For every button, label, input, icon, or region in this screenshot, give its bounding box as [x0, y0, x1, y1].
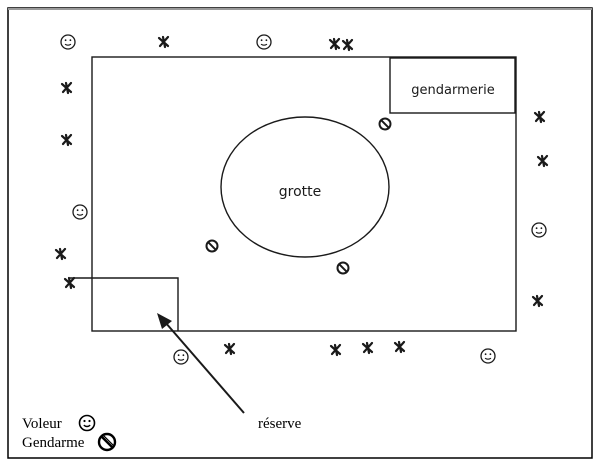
playing-field [91, 56, 517, 332]
legend-prohibition-icon [97, 432, 117, 452]
player-cross-icon [60, 133, 73, 147]
player-cross-icon [393, 340, 406, 354]
player-cross-icon [531, 294, 544, 308]
grotte-ellipse [220, 116, 390, 258]
player-cross-icon [63, 276, 76, 290]
player-cross-icon [223, 342, 236, 356]
legend-smiley-icon [78, 414, 96, 432]
reserve-arrow-head [157, 313, 172, 329]
voleur-smiley-icon [480, 348, 496, 364]
voleur-smiley-icon [173, 349, 189, 365]
voleur-smiley-icon [531, 222, 547, 238]
reserve-zone [70, 277, 179, 331]
gendarme-icon [378, 117, 392, 131]
gendarmerie-box [389, 57, 516, 114]
reserve-label: réserve [258, 416, 302, 432]
player-cross-icon [536, 154, 549, 168]
legend-gendarme-label: Gendarme [22, 435, 85, 451]
legend-voleur-label: Voleur [22, 416, 62, 432]
voleur-smiley-icon [256, 34, 272, 50]
player-cross-icon [60, 81, 73, 95]
player-cross-icon [533, 110, 546, 124]
player-cross-icon [341, 38, 354, 52]
reserve-arrow-line [164, 321, 245, 414]
gendarme-icon [205, 239, 219, 253]
player-cross-icon [157, 35, 170, 49]
player-cross-icon [329, 343, 342, 357]
player-cross-icon [328, 37, 341, 51]
player-cross-icon [361, 341, 374, 355]
player-cross-icon [54, 247, 67, 261]
outer-frame [7, 7, 593, 459]
gendarme-icon [336, 261, 350, 275]
voleur-smiley-icon [60, 34, 76, 50]
grotte-label: grotte [279, 184, 322, 200]
voleur-smiley-icon [72, 204, 88, 220]
gendarmerie-label: gendarmerie [411, 83, 494, 98]
